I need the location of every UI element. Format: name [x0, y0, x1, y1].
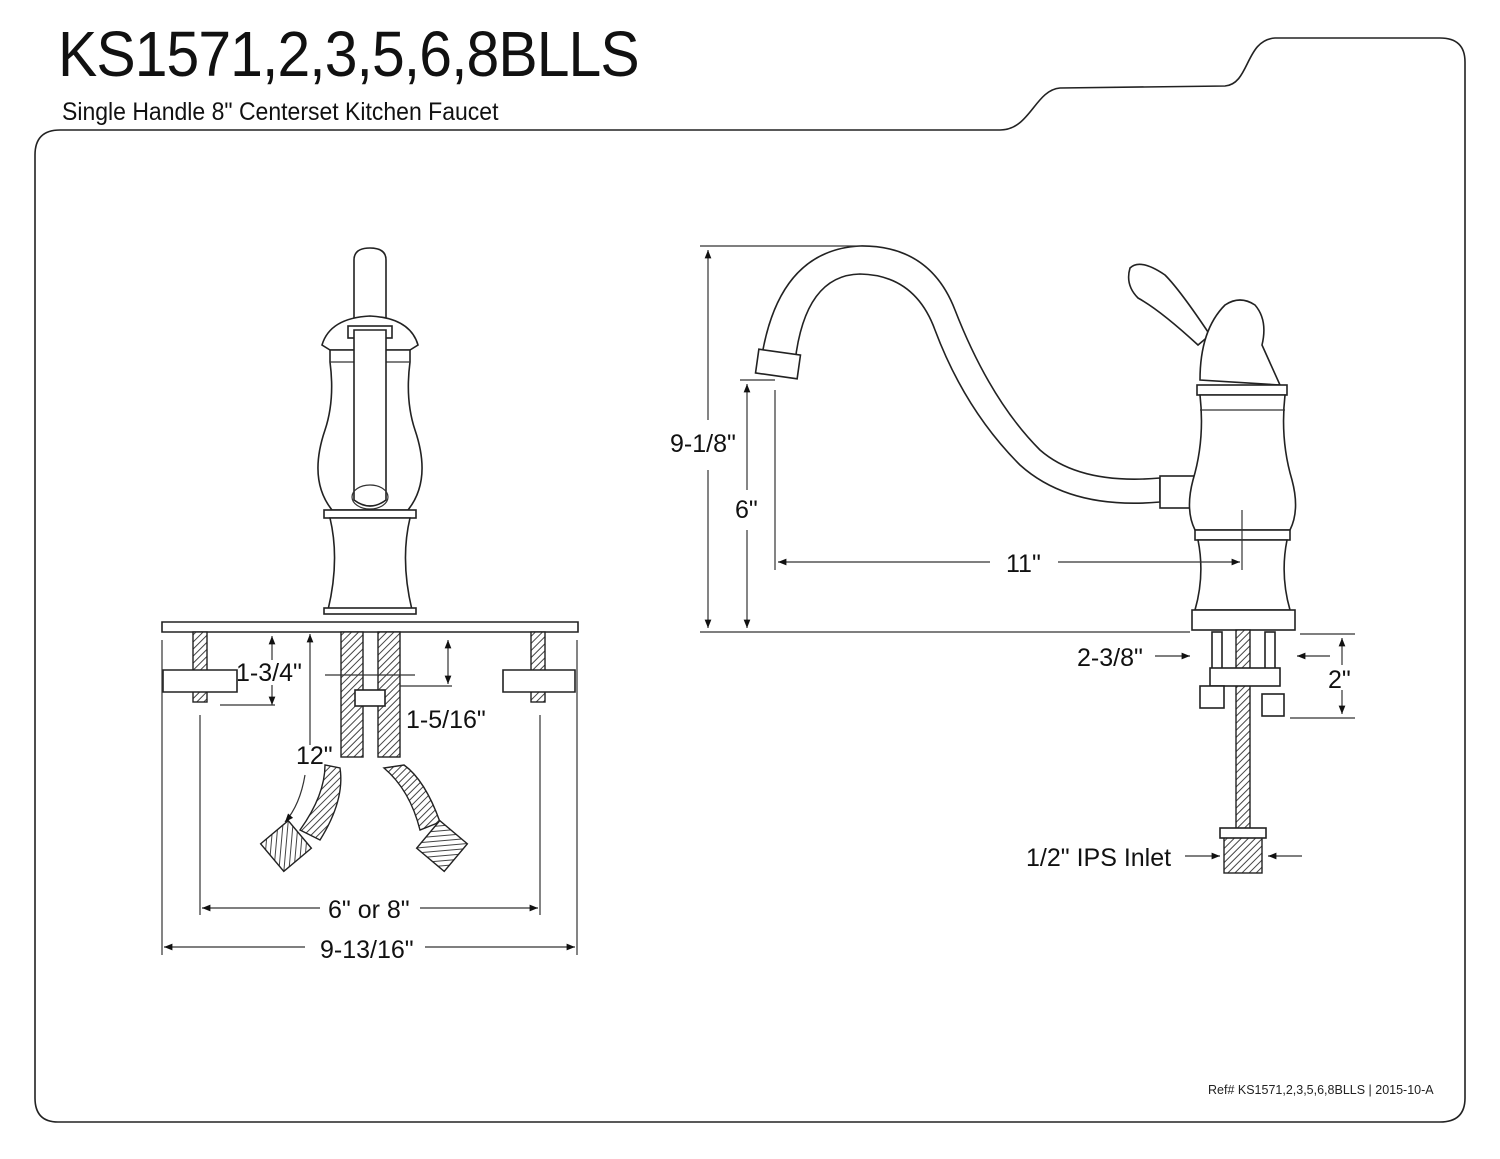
dim-nut-depth-label: 1-3/4": [236, 659, 302, 687]
dim-centers-label: 6" or 8": [328, 896, 410, 924]
reference-number: Ref# KS1571,2,3,5,6,8BLLS | 2015-10-A: [1208, 1083, 1434, 1097]
dim-reach-label: 11": [1006, 550, 1041, 578]
front-view-drawing: [161, 247, 579, 955]
dim-hose-length-label: 12": [296, 742, 333, 770]
side-view-drawing: [700, 245, 1355, 874]
page-subtitle: Single Handle 8" Centerset Kitchen Fauce…: [62, 98, 499, 126]
dim-plate-width-label: 9-13/16": [320, 936, 414, 964]
dim-inlet-label: 1/2" IPS Inlet: [1026, 844, 1171, 872]
page-title: KS1571,2,3,5,6,8BLLS: [58, 18, 640, 90]
dim-height-label: 9-1/8": [670, 430, 736, 458]
page-frame: [34, 37, 1466, 1123]
dim-base-label: 2-3/8": [1077, 644, 1143, 672]
dim-deck-label: 2": [1328, 666, 1351, 694]
dim-spout-height-label: 6": [735, 496, 758, 524]
dim-shank-label: 1-5/16": [406, 706, 486, 734]
